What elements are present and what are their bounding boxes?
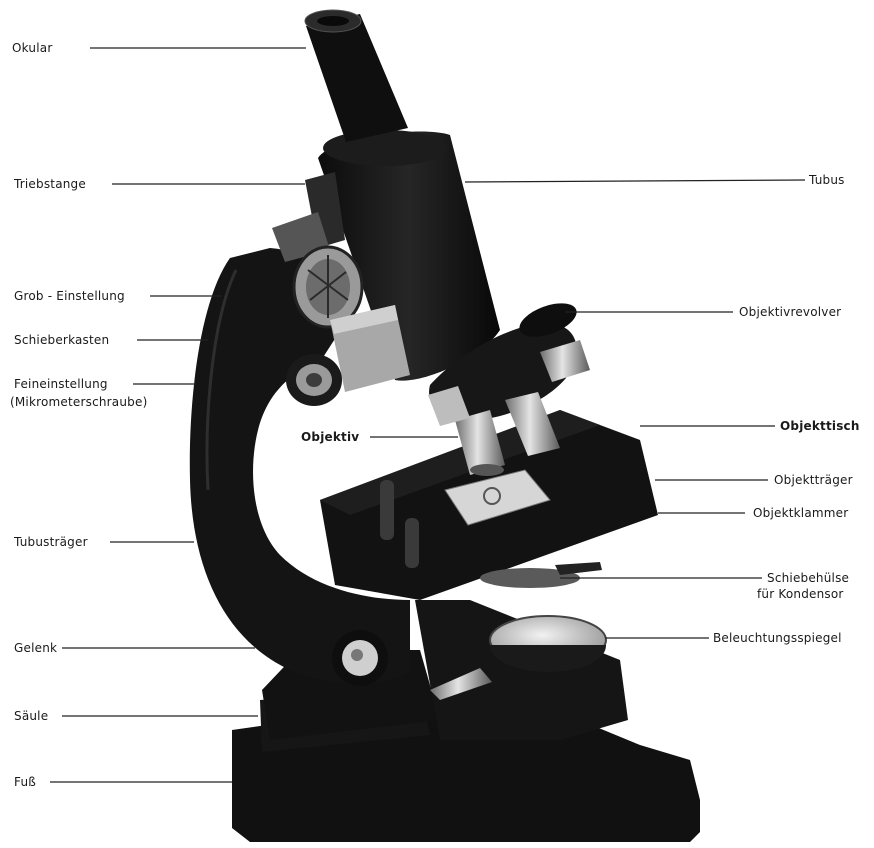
leader-tubus xyxy=(465,180,805,182)
fine-focus-knob xyxy=(286,354,342,406)
label-fuss: Fuß xyxy=(14,775,36,789)
label-saeule: Säule xyxy=(14,709,48,723)
joint-knob xyxy=(332,630,388,686)
label-grob-einstellung: Grob - Einstellung xyxy=(14,289,125,303)
label-gelenk: Gelenk xyxy=(14,641,57,655)
label-tubustraeger: Tubusträger xyxy=(14,535,88,549)
label-tubus: Tubus xyxy=(809,173,845,187)
label-objektivrevolver: Objektivrevolver xyxy=(739,305,841,319)
label-objektklammer: Objektklammer xyxy=(753,506,848,520)
label-schieberkasten: Schieberkasten xyxy=(14,333,109,347)
label-objekttisch: Objekttisch xyxy=(780,419,860,433)
label-schiebehuelse-line2: für Kondensor xyxy=(757,587,844,601)
label-schiebehuelse-line1: Schiebehülse xyxy=(767,571,849,585)
label-objektiv: Objektiv xyxy=(301,430,359,444)
label-mikrometerschraube: (Mikrometerschraube) xyxy=(10,395,147,409)
label-beleuchtungsspiegel: Beleuchtungsspiegel xyxy=(713,631,842,645)
eyepiece xyxy=(305,10,408,142)
label-triebstange: Triebstange xyxy=(14,177,86,191)
label-okular: Okular xyxy=(12,41,52,55)
label-objekttraeger: Objektträger xyxy=(774,473,853,487)
label-feineinstellung: Feineinstellung xyxy=(14,377,108,391)
